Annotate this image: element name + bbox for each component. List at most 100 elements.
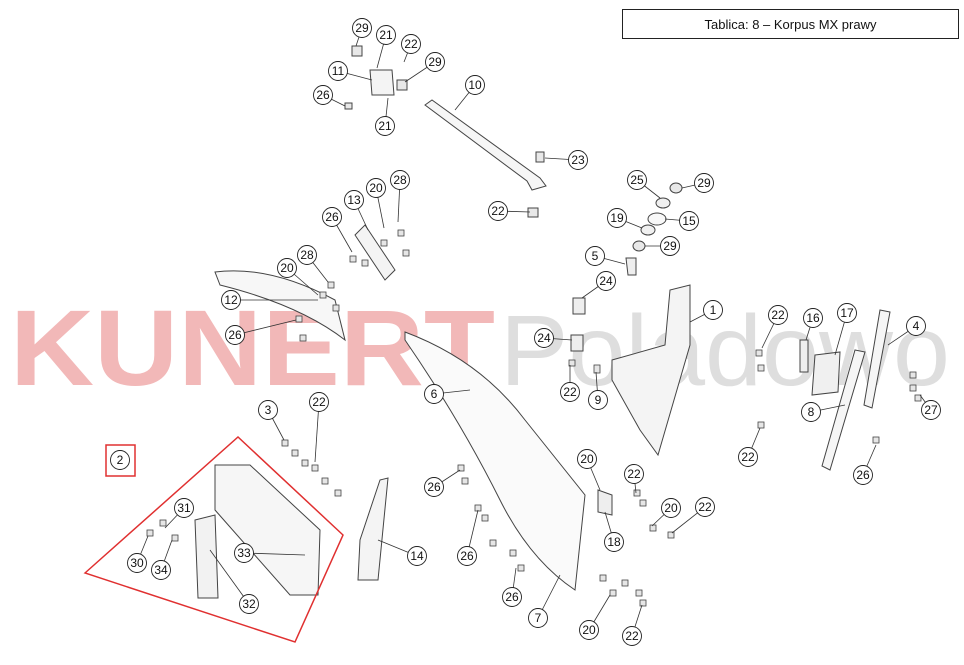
callout-l13: 13 [344, 190, 369, 231]
plate-4 [863, 309, 891, 409]
bracket-11 [369, 69, 395, 96]
callout-circle [738, 447, 758, 467]
callout-number: 20 [582, 623, 596, 637]
fastener [402, 249, 410, 257]
callout-l18: 18 [604, 511, 624, 552]
callout-number: 18 [607, 535, 621, 549]
highlight-part-2 [83, 435, 344, 643]
callout-l29c: 29 [681, 173, 714, 193]
callout-circle [174, 498, 194, 518]
nut-29-side [396, 79, 408, 91]
callout-l26f: 26 [457, 509, 479, 566]
fastener [311, 464, 319, 472]
callout-circle [425, 52, 445, 72]
callout-number: 4 [913, 319, 920, 333]
callout-l20e: 20 [579, 594, 611, 640]
callout-l16: 16 [803, 308, 823, 341]
callout-l29d: 29 [645, 236, 680, 256]
callout-circle [465, 75, 485, 95]
callout-circle [588, 390, 608, 410]
fastener [914, 394, 922, 402]
callout-circle [127, 553, 147, 573]
callout-circle [258, 400, 278, 420]
fastener [159, 519, 167, 527]
callout-circle [352, 18, 372, 38]
plate-1 [611, 284, 691, 457]
callout-l10: 10 [454, 75, 485, 111]
callout-circle [424, 384, 444, 404]
callout-l22c: 22 [560, 365, 580, 402]
fastener [332, 304, 340, 312]
callout-number: 22 [404, 37, 418, 51]
callout-l7: 7 [528, 574, 561, 628]
callout-l22b: 22 [488, 201, 531, 221]
callout-circle [579, 620, 599, 640]
callout-circle [853, 465, 873, 485]
fastener [909, 384, 917, 392]
fastener [872, 436, 880, 444]
callout-circle [568, 150, 588, 170]
nut-29-top [351, 45, 363, 57]
callout-number: 11 [332, 64, 345, 78]
callout-circle [344, 190, 364, 210]
callout-number: 28 [393, 173, 407, 187]
callout-circle [607, 208, 627, 228]
callout-circle [234, 543, 254, 563]
callout-l14: 14 [377, 539, 427, 566]
fastener [639, 599, 647, 607]
part-drawings [194, 45, 891, 599]
callout-circle [661, 498, 681, 518]
fastener [667, 531, 675, 539]
fastener [301, 459, 309, 467]
callout-number: 8 [808, 405, 815, 419]
callout-l28a: 28 [390, 170, 410, 223]
callout-number: 2 [117, 453, 124, 467]
fastener [349, 255, 357, 263]
callout-number: 14 [410, 549, 424, 563]
washer-25 [655, 197, 671, 209]
callout-l2: 2 [110, 450, 130, 470]
nut-22-mid [527, 207, 539, 218]
callout-l20a: 20 [366, 178, 386, 229]
callout-l4: 4 [887, 316, 926, 346]
callout-number: 22 [625, 629, 639, 643]
callout-circle [502, 587, 522, 607]
callout-number: 29 [428, 55, 442, 69]
callout-circle [239, 594, 259, 614]
callout-number: 21 [379, 28, 393, 42]
callout-l24b: 24 [534, 328, 573, 348]
callout-l26d: 26 [853, 444, 877, 485]
fastener [509, 549, 517, 557]
callout-l26c: 26 [225, 319, 297, 345]
callout-l9: 9 [588, 371, 608, 410]
callout-number: 30 [130, 556, 144, 570]
washer-19 [640, 224, 656, 236]
bolt-16 [799, 339, 809, 373]
fastener [489, 539, 497, 547]
callout-number: 26 [460, 549, 474, 563]
callout-l22g: 22 [624, 464, 644, 494]
callout-number: 29 [355, 21, 369, 35]
fastener [299, 334, 307, 342]
callout-l26g: 26 [502, 567, 522, 607]
callout-l26e: 26 [424, 469, 461, 497]
callout-number: 12 [224, 293, 238, 307]
callout-circle [596, 271, 616, 291]
fastener [397, 229, 405, 237]
callout-l11: 11 [328, 61, 373, 81]
sheet-title: Tablica: 8 – Korpus MX prawy [622, 9, 959, 39]
fastener [755, 349, 763, 357]
callout-circle [366, 178, 386, 198]
callout-circle [313, 85, 333, 105]
callout-l8: 8 [801, 402, 846, 422]
callout-circle [322, 207, 342, 227]
callout-circle [560, 382, 580, 402]
callout-circle [328, 61, 348, 81]
callout-number: 3 [265, 403, 272, 417]
callout-l32: 32 [209, 549, 259, 614]
callout-number: 29 [663, 239, 677, 253]
callout-l3: 3 [258, 400, 285, 441]
callout-l33: 33 [234, 543, 306, 563]
callout-l27: 27 [919, 394, 941, 420]
callout-number: 34 [154, 563, 168, 577]
